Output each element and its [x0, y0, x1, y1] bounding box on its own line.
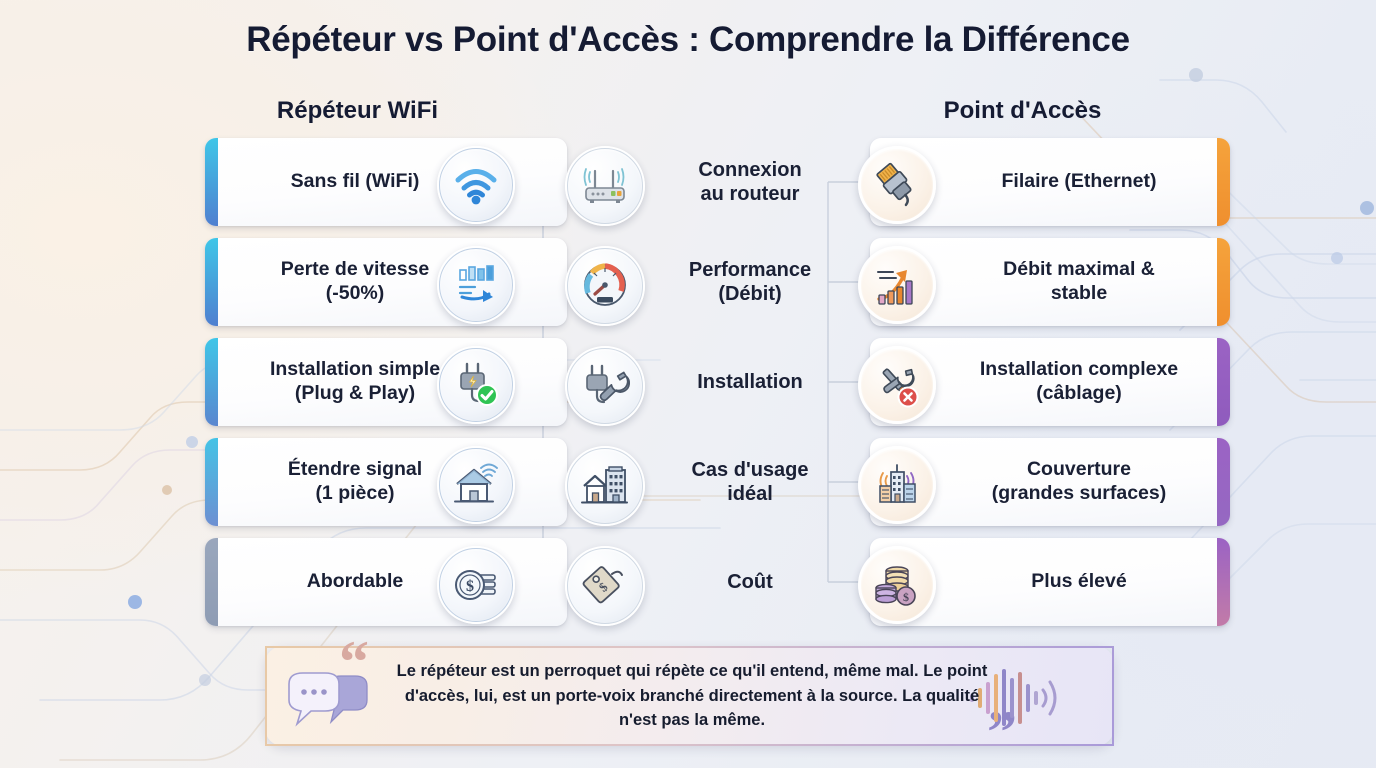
svg-text:$: $	[466, 578, 474, 595]
left-feature-label: Abordable	[306, 570, 404, 593]
plug-wrench-icon	[565, 346, 645, 426]
card-accent-bar	[1217, 438, 1230, 526]
comparison-row: Installation simple (Plug & Play)	[0, 338, 1376, 426]
left-feature-label: Installation simple (Plug & Play)	[269, 358, 441, 404]
card-accent-bar	[1217, 338, 1230, 426]
speedometer-icon	[565, 246, 645, 326]
chat-bubbles-icon	[285, 670, 369, 737]
circuit-dots	[128, 68, 1374, 686]
comparison-row: Sans fil (WiFi)	[0, 138, 1376, 226]
criterion-label: Coût	[727, 570, 773, 593]
criterion-label: Cas d'usage idéal	[691, 458, 809, 505]
left-feature-card[interactable]: Sans fil (WiFi)	[205, 138, 567, 226]
left-feature-label: Perte de vitesse (-50%)	[280, 258, 430, 304]
left-feature-label: Sans fil (WiFi)	[290, 170, 420, 193]
house-building-icon	[565, 446, 645, 526]
router-icon	[565, 146, 645, 226]
right-feature-label: Débit maximal & stable	[1003, 258, 1155, 304]
ethernet-plug-icon	[858, 146, 936, 224]
right-column-heading: Point d'Accès	[943, 97, 1102, 124]
card-accent-bar	[1217, 238, 1230, 326]
speed-drop-icon	[437, 246, 515, 324]
card-accent-bar	[205, 438, 218, 526]
comparison-row: Perte de vitesse (-50%)	[0, 238, 1376, 326]
card-accent-bar	[205, 338, 218, 426]
coins-stack-icon: $	[858, 546, 936, 624]
right-feature-label: Plus élevé	[1031, 570, 1127, 593]
page-title: Répéteur vs Point d'Accès : Comprendre l…	[246, 20, 1130, 59]
card-accent-bar	[1217, 538, 1230, 626]
plug-check-icon	[437, 346, 515, 424]
growth-chart-icon	[858, 246, 936, 324]
right-feature-label: Installation complexe (câblage)	[979, 358, 1179, 404]
soundwave-icon	[967, 668, 1063, 731]
tools-error-icon	[858, 346, 936, 424]
criterion-label: Connexion au routeur	[698, 158, 802, 205]
quote-text: Le répéteur est un perroquet qui répète …	[396, 662, 988, 730]
building-signal-icon	[858, 446, 936, 524]
svg-text:$: $	[903, 590, 909, 604]
wifi-icon	[437, 146, 515, 224]
left-column-heading: Répéteur WiFi	[276, 97, 439, 124]
criterion-label: Installation	[697, 370, 803, 393]
coins-dollar-icon: $	[437, 546, 515, 624]
criterion-label: Performance (Débit)	[688, 258, 812, 305]
left-feature-label: Étendre signal (1 pièce)	[287, 458, 423, 504]
card-accent-bar	[205, 138, 218, 226]
card-accent-bar	[205, 538, 218, 626]
card-accent-bar	[205, 238, 218, 326]
right-feature-label: Filaire (Ethernet)	[1001, 170, 1157, 193]
comparison-row: Étendre signal (1 pièce)	[0, 438, 1376, 526]
house-signal-icon	[437, 446, 515, 524]
card-accent-bar	[1217, 138, 1230, 226]
right-feature-label: Couverture (grandes surfaces)	[991, 458, 1167, 504]
quote-box: “ ”	[265, 632, 1114, 762]
price-tag-icon: $	[565, 546, 645, 626]
comparison-row: Abordable $ $	[0, 538, 1376, 626]
